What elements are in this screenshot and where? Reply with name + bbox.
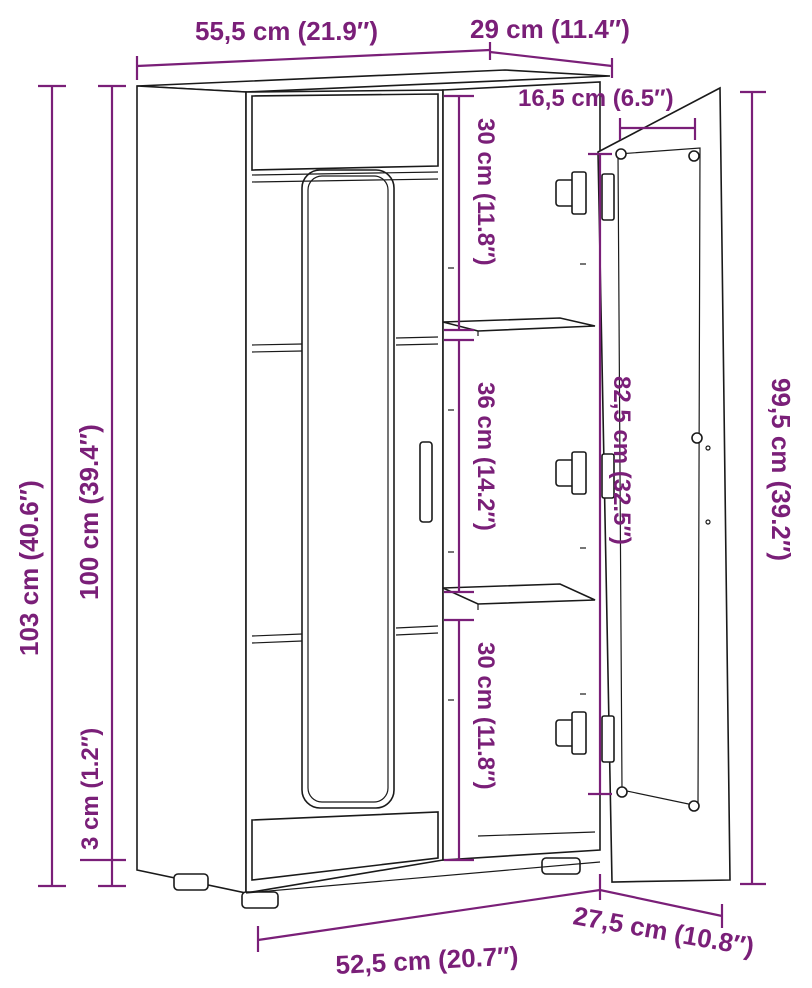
glass-panel <box>301 169 395 809</box>
door-screw <box>688 150 700 162</box>
door-hinge-icon <box>601 173 615 763</box>
cabinet-base-edge <box>245 861 601 894</box>
label-total-height: 103 cm (40.6″) <box>14 480 44 656</box>
label-plinth-height: 3 cm (1.2″) <box>77 728 104 850</box>
foot <box>173 873 209 891</box>
front-shelf-3b-left <box>251 640 303 644</box>
hinge-icon <box>555 171 587 755</box>
bottom-rail <box>251 811 439 881</box>
front-shelf-2-left <box>251 343 303 346</box>
front-shelf-3-right <box>395 625 439 629</box>
label-door-height: 99,5 cm (39.2″) <box>766 378 796 561</box>
label-door-inner-width: 16,5 cm (6.5″) <box>518 85 674 112</box>
label-shelf-middle-gap: 36 cm (14.2″) <box>472 382 499 531</box>
front-shelf-2b-right <box>395 343 439 346</box>
door-screw <box>615 148 627 160</box>
front-shelf-3-left <box>251 633 303 637</box>
cabinet-left-side <box>136 85 247 894</box>
interior-shelf-lower <box>442 583 596 605</box>
front-shelf-1b <box>251 178 439 183</box>
glass-panel-inner <box>307 175 389 803</box>
label-top-depth: 29 cm (11.4″) <box>470 14 630 44</box>
foot <box>241 891 279 909</box>
open-door <box>597 86 731 883</box>
cabinet-drawing <box>136 69 731 909</box>
label-top-width: 55,5 cm (21.9″) <box>195 16 378 46</box>
front-shelf-3b-right <box>395 632 439 636</box>
dimension-lines <box>38 42 766 952</box>
door-dot <box>705 445 711 451</box>
label-shelf-top-gap: 30 cm (11.8″) <box>472 118 499 266</box>
cabinet-interior <box>442 81 601 861</box>
label-body-height: 100 cm (39.4″) <box>74 424 104 600</box>
interior-shelf-upper <box>442 317 596 332</box>
label-bottom-width: 52,5 cm (20.7″) <box>335 940 519 980</box>
label-shelf-bottom-gap: 30 cm (11.8″) <box>472 642 499 790</box>
door-handle <box>419 441 433 523</box>
front-shelf-2-right <box>395 336 439 339</box>
shelf-pin-holes <box>448 263 586 701</box>
door-screw <box>616 786 628 798</box>
door-screw <box>691 432 703 444</box>
front-shelf-1 <box>251 171 439 176</box>
label-bottom-depth: 27,5 cm (10.8″) <box>571 900 756 961</box>
top-rail <box>251 93 439 171</box>
label-door-glass-height: 82,5 cm (32.5″) <box>608 376 635 545</box>
door-dot <box>705 519 711 525</box>
interior-floor <box>477 831 596 837</box>
front-shelf-2b-left <box>251 350 303 353</box>
door-screw <box>688 800 700 812</box>
